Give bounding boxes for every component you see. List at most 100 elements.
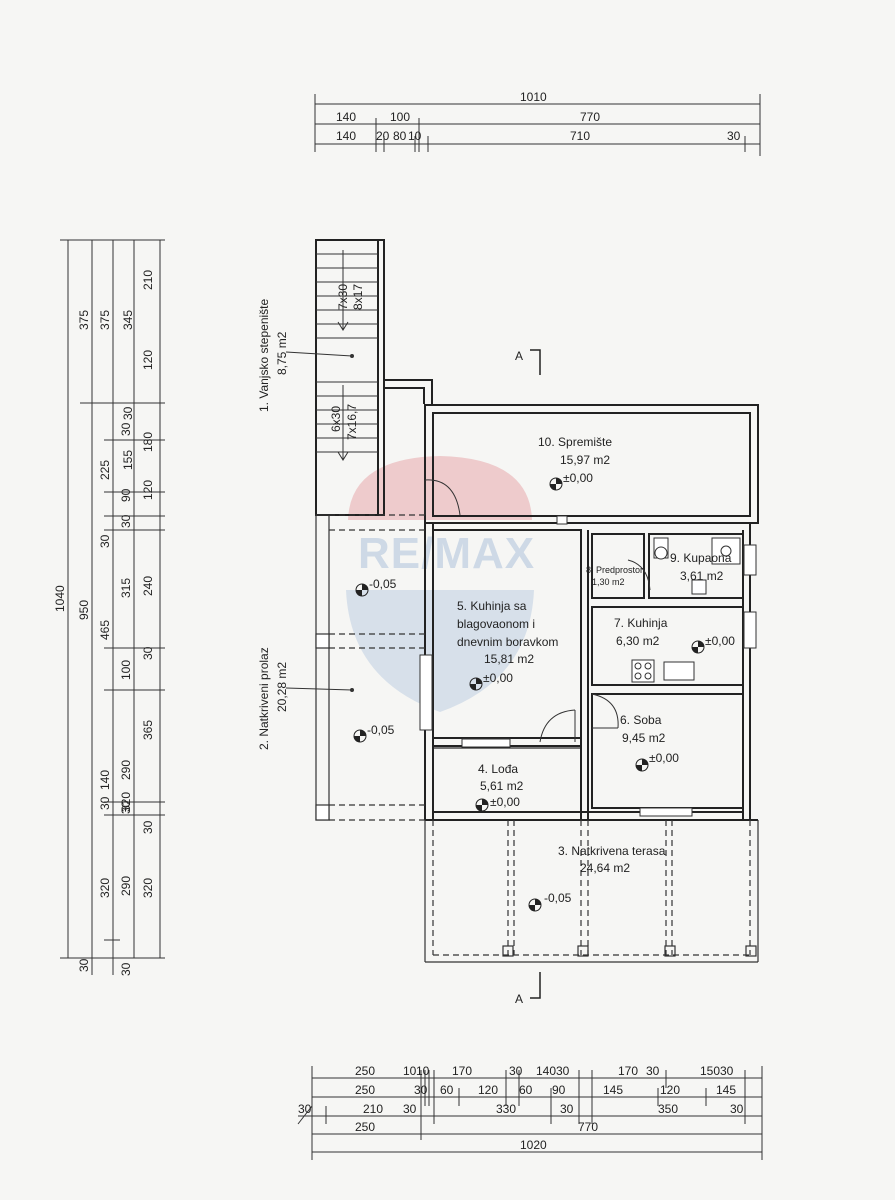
dim-bot-r3-30c: 30: [560, 1102, 574, 1116]
dim-bot-r4-770: 770: [578, 1120, 598, 1134]
dim-left-315: 315: [119, 578, 133, 598]
room-10-name: 10. Spremište: [538, 435, 612, 449]
dim-left-120a: 120: [141, 480, 155, 500]
dim-bot-r1-10b: 10: [416, 1064, 430, 1078]
dim-bot-r5-1020: 1020: [520, 1138, 547, 1152]
dim-left-30d: 30: [119, 514, 133, 528]
room-8-name: 8. Predprostor: [586, 565, 643, 575]
remax-balloon-bottom: [346, 590, 534, 712]
dim-bot-r1-30d: 30: [720, 1064, 734, 1078]
dim-bot-r1-150: 150: [700, 1064, 720, 1078]
left-dimension-labels: 1040 375 950 30 375 225 30 465 140 30 32…: [53, 270, 155, 976]
dim-bot-r2-250: 250: [355, 1083, 375, 1097]
dim-bot-r1-250: 250: [355, 1064, 375, 1078]
dim-top-20: 20: [376, 129, 390, 143]
washbasin: [691, 579, 707, 595]
doors: [424, 479, 651, 743]
dim-bot-r2-145a: 145: [603, 1083, 623, 1097]
dim-bot-r2-145b: 145: [716, 1083, 736, 1097]
dim-top-140a: 140: [336, 110, 356, 124]
dim-left-140: 140: [98, 770, 112, 790]
dim-bot-r1-30c: 30: [646, 1064, 660, 1078]
level-marker-kitchen: ±0,00: [691, 634, 735, 654]
dim-top-770: 770: [580, 110, 600, 124]
dim-bot-r3-210: 210: [363, 1102, 383, 1116]
dim-bot-r1-140: 140: [536, 1064, 556, 1078]
dim-left-30i: 30: [141, 820, 155, 834]
room-5-name-line2: blagovaonom i: [457, 617, 535, 631]
room-3-name: 3. Natkrivena terasa: [558, 844, 666, 858]
dim-left-290a: 290: [119, 760, 133, 780]
room-1-name: 1. Vanjsko stepenište: [257, 298, 271, 412]
level-storage: ±0,00: [563, 471, 593, 485]
dim-left-30e: 30: [119, 800, 133, 814]
room-5-name-line3: dnevnim boravkom: [457, 635, 558, 649]
room-6-name: 6. Soba: [620, 713, 662, 727]
dim-left-225: 225: [98, 460, 112, 480]
dim-left-365: 365: [141, 720, 155, 740]
dim-left-210: 210: [141, 270, 155, 290]
dim-left-120b: 120: [141, 350, 155, 370]
stair-lower-7x16-7: 7x16,7: [345, 404, 359, 440]
dim-bot-r2-120b: 120: [660, 1083, 680, 1097]
room-4-name: 4. Lođa: [478, 762, 518, 776]
dim-left-465: 465: [98, 620, 112, 640]
level-marker-terrace: -0,05: [528, 891, 572, 912]
dim-bot-r3-30d: 30: [730, 1102, 744, 1116]
bottom-dimension-labels: 250 10 10 170 30 140 30 170 30 150 30 25…: [298, 1064, 744, 1152]
dim-bot-r3-30b: 30: [403, 1102, 417, 1116]
dim-left-30f: 30: [119, 962, 133, 976]
room-2-name: 2. Natkriveni prolaz: [257, 647, 271, 750]
room-4-area: 5,61 m2: [480, 779, 524, 793]
dim-bot-r1-10a: 10: [403, 1064, 417, 1078]
dim-left-30c: 30: [119, 422, 133, 436]
dim-left-240: 240: [141, 576, 155, 596]
dim-top-710: 710: [570, 129, 590, 143]
dim-left-950: 950: [77, 600, 91, 620]
room-5-area: 15,81 m2: [484, 652, 534, 666]
dim-bot-r2-120a: 120: [478, 1083, 498, 1097]
remax-balloon-top: [348, 456, 532, 520]
level-marker-living: ±0,00: [469, 671, 513, 691]
stair-lower-6x30: 6x30: [329, 406, 343, 432]
level-lodge: ±0,00: [490, 795, 520, 809]
dim-left-30b: 30: [98, 796, 112, 810]
dim-bot-r1-170b: 170: [618, 1064, 638, 1078]
dim-left-345: 345: [121, 310, 135, 330]
level-marker-room: ±0,00: [635, 751, 679, 772]
level-passage-top: -0,05: [369, 577, 397, 591]
room-7-area: 6,30 m2: [616, 634, 660, 648]
dim-bot-r2-90: 90: [552, 1083, 566, 1097]
stove: [631, 659, 655, 683]
dim-left-30-bottom: 30: [77, 958, 91, 972]
dim-bot-r3-350: 350: [658, 1102, 678, 1116]
dim-top-30: 30: [727, 129, 741, 143]
stair-upper-7x30: 7x30: [336, 284, 350, 310]
room-10-area: 15,97 m2: [560, 453, 610, 467]
dim-left-320c: 320: [141, 878, 155, 898]
dim-bot-r1-170a: 170: [452, 1064, 472, 1078]
room-6-area: 9,45 m2: [622, 731, 666, 745]
level-kitchen: ±0,00: [705, 634, 735, 648]
dim-bot-r2-30: 30: [414, 1083, 428, 1097]
dim-left-180: 180: [141, 432, 155, 452]
dim-top-10: 10: [408, 129, 422, 143]
dim-bot-r2-60b: 60: [519, 1083, 533, 1097]
dim-left-155: 155: [121, 450, 135, 470]
storage-room-wall: [424, 404, 759, 524]
level-passage-bottom: -0,05: [367, 723, 395, 737]
remax-watermark: RE/MAX: [346, 456, 535, 712]
dim-bot-r1-30b: 30: [556, 1064, 570, 1078]
dim-bot-r1-30a: 30: [509, 1064, 523, 1078]
dim-bot-r4-250: 250: [355, 1120, 375, 1134]
dim-top-1010: 1010: [520, 90, 547, 104]
dim-top-140b: 140: [336, 129, 356, 143]
watermark-text: RE/MAX: [358, 529, 535, 578]
level-room: ±0,00: [649, 751, 679, 765]
dim-left-1040: 1040: [53, 585, 67, 612]
level-markers: ±0,00 -0,05 -0,05 ±0,00 ±0,00 ±0,00 ±0,0…: [353, 471, 735, 912]
stair-labels: 7x30 8x17 6x30 7x16,7: [329, 284, 365, 440]
left-dimensions: [60, 239, 165, 975]
top-dimensions: [314, 94, 761, 156]
